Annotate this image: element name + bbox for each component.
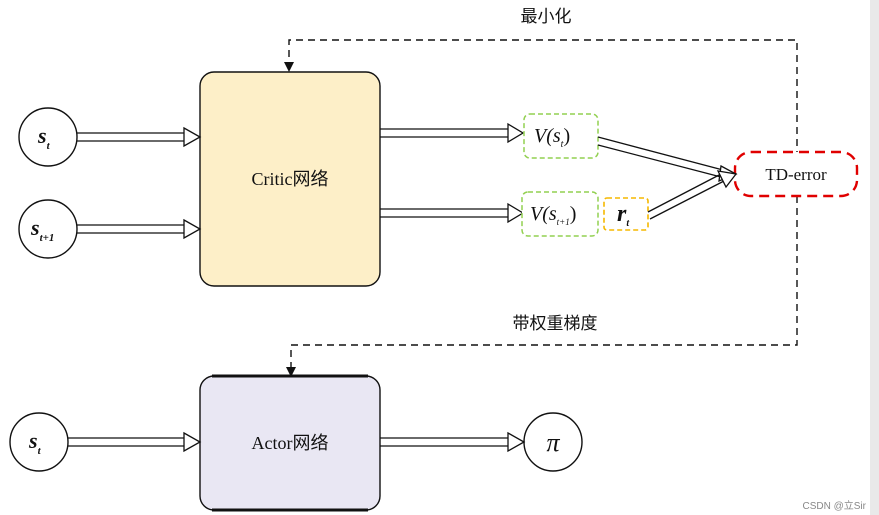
value-st1-text: V(st+1): [530, 203, 576, 227]
reward-rt-box: [603, 197, 649, 231]
arrow-critic-to-v-st1: [380, 202, 525, 224]
arrow-critic-to-v-st: [380, 122, 525, 144]
reward-rt-symbol: rt: [617, 201, 630, 229]
policy-pi-symbol: π: [546, 428, 560, 457]
critic-network-box: [199, 71, 381, 287]
arrow-st-to-critic: [77, 126, 202, 148]
arrow-v-st-to-td-error: [597, 136, 738, 183]
actor-network-label: Actor网络: [252, 433, 329, 453]
value-st-box: [523, 113, 599, 159]
value-st1-box: [521, 191, 599, 237]
critic-network-label: Critic网络: [252, 169, 329, 189]
state-st1-symbol: st+1: [30, 215, 54, 244]
weighted-gradient-line: [286, 196, 798, 377]
right-edge-strip: [870, 0, 879, 515]
td-error-label: TD-error: [765, 165, 827, 184]
arrow-st1-to-critic: [77, 218, 202, 240]
value-st-text: V(st): [534, 125, 570, 150]
weighted-gradient-label: 带权重梯度: [513, 314, 598, 334]
actor-state-st-symbol: st: [28, 428, 42, 457]
arrow-rt-to-td-error: [647, 170, 738, 220]
minimize-feedback-line: [284, 39, 798, 158]
arrow-st-to-actor: [68, 431, 202, 453]
minimize-label: 最小化: [521, 7, 572, 27]
state-st-circle: [18, 107, 78, 167]
watermark-text: CSDN @立Sir: [803, 499, 867, 512]
state-st-symbol: st: [37, 123, 51, 152]
arrow-actor-to-pi: [380, 431, 526, 453]
actor-state-st-circle: [9, 412, 69, 472]
state-st1-circle: [18, 199, 78, 259]
